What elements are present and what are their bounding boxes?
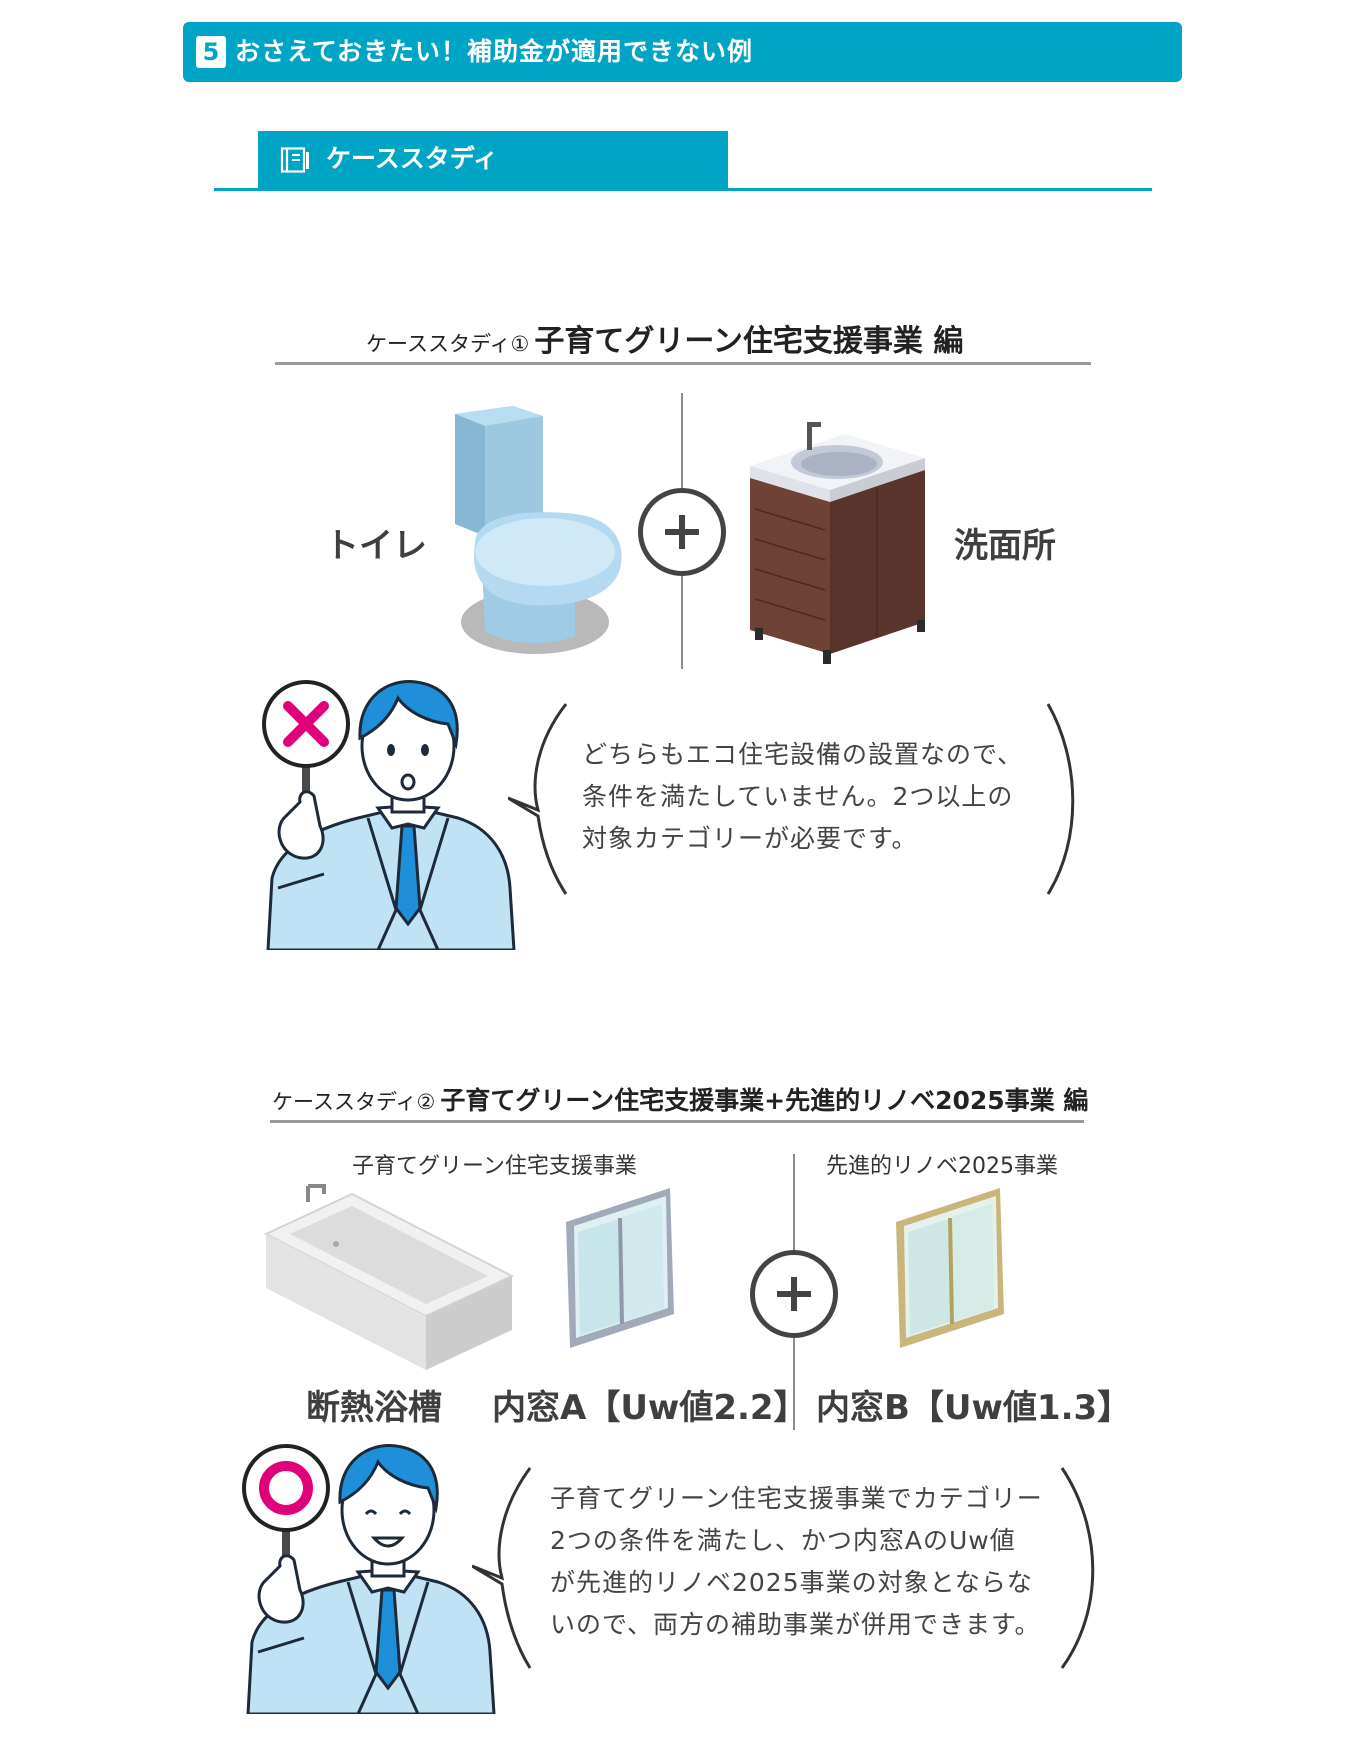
case2-bubble-line: 子育てグリーン住宅支援事業でカテゴリー [550, 1484, 1043, 1513]
inner-window-b-illustration [896, 1188, 1004, 1348]
case1-bubble-line: どちらもエコ住宅設備の設置なので、 [582, 740, 1024, 769]
notebook-icon [280, 147, 309, 173]
washroom-label: 洗面所 [954, 526, 1056, 566]
case1-heading-prefix: ケーススタディ① [366, 332, 530, 356]
case2-heading: ケーススタディ② 子育てグリーン住宅支援事業+先進的リノベ2025事業 編 [272, 1081, 1088, 1117]
case2-bubble-line: が先進的リノベ2025事業の対象とならな [550, 1568, 1033, 1597]
inner-window-a-label: 内窓A【Uw値2.2】 [492, 1388, 808, 1428]
inner-window-a-illustration [566, 1188, 674, 1348]
washstand-illustration [750, 422, 925, 664]
case1-heading: ケーススタディ① 子育てグリーン住宅支援事業 編 [366, 316, 963, 360]
ok-character-illustration [242, 1444, 496, 1714]
plus-icon [750, 1250, 838, 1338]
cross-icon [283, 701, 329, 747]
case1-bubble-line: 条件を満たしていません。2つ以上の [582, 782, 1014, 811]
case1-speech-bubble [508, 703, 1075, 895]
case1-bubble-line: 対象カテゴリーが必要です。 [582, 824, 918, 853]
section-number: 5 [196, 36, 226, 68]
insulated-bathtub-label: 断熱浴槽 [306, 1388, 442, 1428]
case-study-tab: ケーススタディ [258, 131, 728, 188]
case2-bubble-line: いので、両方の補助事業が併用できます。 [550, 1610, 1041, 1639]
case2-bubble-line: 2つの条件を満たし、かつ内窓AのUw値 [550, 1526, 1016, 1555]
inner-window-b-label: 内窓B【Uw値1.3】 [816, 1388, 1132, 1428]
case2-heading-title: 子育てグリーン住宅支援事業+先進的リノベ2025事業 編 [440, 1086, 1089, 1115]
ng-character-illustration [262, 680, 516, 950]
kosodate-group-label: 子育てグリーン住宅支援事業 [352, 1154, 637, 1179]
circle-icon [259, 1461, 313, 1515]
case-study-underline [214, 188, 1152, 191]
toilet-illustration [455, 406, 622, 654]
bathtub-illustration [263, 1184, 514, 1370]
case-study-tab-label: ケーススタディ [326, 144, 499, 173]
case1-bubble-text: どちらもエコ住宅設備の設置なので、 条件を満たしていません。2つ以上の 対象カテ… [582, 734, 1023, 860]
case2-heading-prefix: ケーススタディ② [272, 1090, 436, 1114]
plus-icon [638, 488, 726, 576]
case1-heading-rule [275, 362, 1091, 365]
case2-heading-rule [270, 1120, 1084, 1123]
case2-bubble-text: 子育てグリーン住宅支援事業でカテゴリー 2つの条件を満たし、かつ内窓AのUw値 … [550, 1478, 1043, 1646]
toilet-label: トイレ [325, 526, 427, 566]
section-title: おさえておきたい！補助金が適用できない例 [235, 37, 754, 66]
case2-speech-bubble [472, 1467, 1095, 1669]
case1-heading-title: 子育てグリーン住宅支援事業 編 [534, 324, 964, 359]
renove-group-label: 先進的リノベ2025事業 [826, 1154, 1058, 1179]
section-header: 5 おさえておきたい！補助金が適用できない例 [183, 22, 1182, 82]
